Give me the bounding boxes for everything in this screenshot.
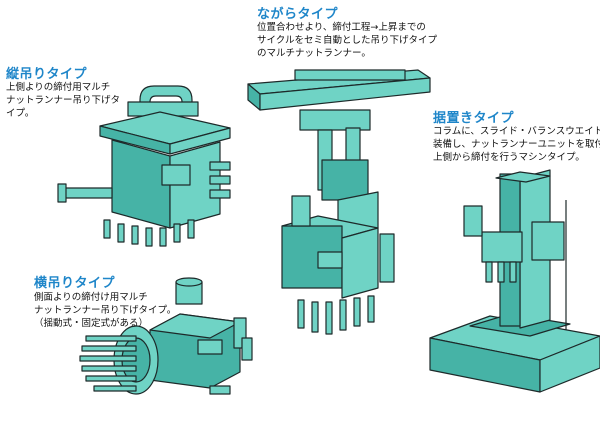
nagara-line-1: 位置合わせより、締付工程→上昇までの [257, 22, 426, 33]
yoko-line-1: 側面よりの締付け用マルチ [34, 292, 148, 303]
nagara-line-2: サイクルをセミ自動とした吊り下げタイプ [257, 35, 438, 46]
nagara-title: ながらタイプ [257, 7, 339, 22]
tate-line-2: ナットランナー吊り下げタ [6, 95, 121, 106]
tate-line-1: 上側よりの締付用マルチ [6, 82, 111, 93]
stationary-type-nutrunner [429, 169, 600, 393]
nagara-type-nutrunner [247, 69, 431, 335]
yoko-line-3: （揺動式・固定式がある） [34, 318, 149, 329]
yoko-title: 横吊りタイプ [34, 276, 116, 291]
yoko-description: 側面よりの締付け用マルチ ナットランナー吊り下げタイプ。 （揺動式・固定式がある… [34, 291, 176, 330]
tate-line-3: イプ。 [6, 108, 35, 119]
suechi-line-1: コラムに、スライド・バランスウエイトを [433, 126, 600, 137]
yoko-line-2: ナットランナー吊り下げタイプ。 [34, 305, 177, 316]
suechi-line-3: 上側から締付を行うマシンタイプ。 [433, 152, 585, 163]
suechi-line-2: 装備し、ナットランナーユニットを取付け、 [433, 139, 600, 150]
tate-description: 上側よりの締付用マルチ ナットランナー吊り下げタ イプ。 [6, 81, 120, 120]
tate-title: 縦吊りタイプ [6, 67, 88, 82]
suechi-title: 据置きタイプ [433, 111, 515, 126]
nagara-line-3: のマルチナットランナー。 [257, 48, 371, 59]
suechi-description: コラムに、スライド・バランスウエイトを 装備し、ナットランナーユニットを取付け、… [433, 125, 600, 164]
side-hanging-nutrunner [79, 277, 253, 395]
nagara-description: 位置合わせより、締付工程→上昇までの サイクルをセミ自動とした吊り下げタイプ の… [257, 21, 437, 60]
vertical-hanging-nutrunner [57, 85, 231, 247]
